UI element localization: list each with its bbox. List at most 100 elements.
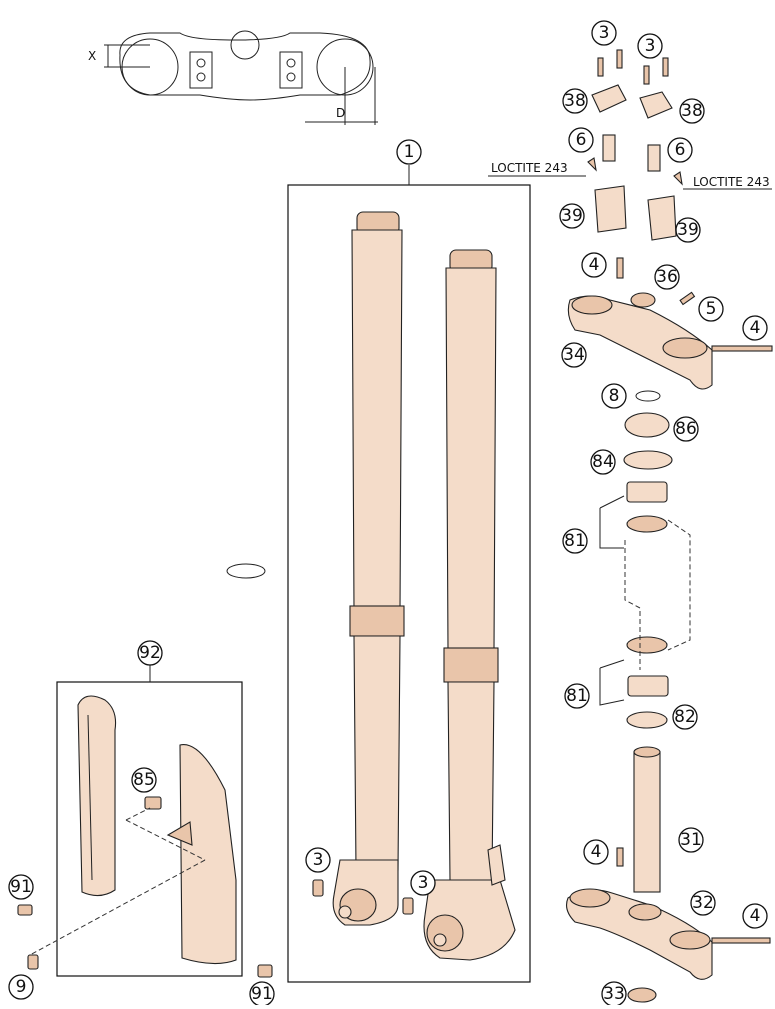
bearing-81b xyxy=(627,675,669,697)
callout-39: 39 xyxy=(559,203,585,229)
svg-text:3: 3 xyxy=(313,850,324,870)
fork-protector-right xyxy=(166,744,237,965)
dimension-x-label: X xyxy=(88,49,96,63)
svg-text:4: 4 xyxy=(750,906,761,926)
svg-text:85: 85 xyxy=(133,770,155,790)
svg-text:92: 92 xyxy=(139,643,161,663)
svg-text:4: 4 xyxy=(589,255,600,275)
svg-text:84: 84 xyxy=(592,452,614,472)
callout-38: 38 xyxy=(679,98,705,124)
svg-text:39: 39 xyxy=(561,206,583,226)
callout-85: 85 xyxy=(131,767,157,793)
callout-91: 91 xyxy=(8,874,34,900)
svg-text:4: 4 xyxy=(750,318,761,338)
screw-9 xyxy=(27,954,39,970)
callout-3: 3 xyxy=(305,847,331,873)
callout-81: 81 xyxy=(562,528,588,554)
ring-84 xyxy=(623,450,673,470)
left-fork-leg xyxy=(332,211,405,926)
loctite-drop-right xyxy=(673,171,683,186)
loctite-drop-left xyxy=(587,157,597,172)
callout-32: 32 xyxy=(690,890,716,916)
clamp-39a xyxy=(594,185,627,233)
race-81a xyxy=(626,515,668,533)
callout-3: 3 xyxy=(591,20,617,46)
svg-text:6: 6 xyxy=(675,140,686,160)
callout-39: 39 xyxy=(675,217,701,243)
svg-text:3: 3 xyxy=(645,36,656,56)
callout-1: 1 xyxy=(396,139,422,165)
bolt-3a xyxy=(312,879,324,897)
callout-31: 31 xyxy=(678,827,704,853)
clip-85 xyxy=(144,796,162,810)
bolt-91b xyxy=(257,964,273,978)
svg-text:1: 1 xyxy=(404,142,415,162)
loctite-label-left: LOCTITE 243 xyxy=(491,161,568,175)
svg-text:33: 33 xyxy=(603,984,625,1004)
svg-text:9: 9 xyxy=(16,977,27,997)
handlebar-clamp-screws xyxy=(597,49,669,85)
callout-9: 9 xyxy=(8,974,34,1000)
svg-text:3: 3 xyxy=(599,23,610,43)
callout-3: 3 xyxy=(410,870,436,896)
callout-6: 6 xyxy=(568,127,594,153)
callout-81: 81 xyxy=(564,683,590,709)
svg-text:91: 91 xyxy=(251,984,273,1004)
svg-text:81: 81 xyxy=(566,686,588,706)
callout-3: 3 xyxy=(637,33,663,59)
callout-36: 36 xyxy=(654,264,680,290)
bolt-3b xyxy=(402,897,414,915)
callout-4: 4 xyxy=(742,903,768,929)
svg-text:8: 8 xyxy=(609,386,620,406)
o-ring xyxy=(226,563,266,579)
callout-84: 84 xyxy=(590,449,616,475)
dimension-d-label: D xyxy=(336,106,345,120)
callout-8: 8 xyxy=(601,383,627,409)
bearing-81a xyxy=(626,481,668,503)
callout-5: 5 xyxy=(698,296,724,322)
bolt-6a xyxy=(602,134,616,162)
callout-91: 91 xyxy=(249,981,275,1007)
callout-4: 4 xyxy=(581,252,607,278)
seal-86 xyxy=(624,412,670,438)
callout-6: 6 xyxy=(667,137,693,163)
svg-text:31: 31 xyxy=(680,830,702,850)
upper-triple-clamp xyxy=(567,257,773,390)
svg-text:3: 3 xyxy=(418,873,429,893)
callout-82: 82 xyxy=(672,704,698,730)
nut-33 xyxy=(627,987,657,1003)
svg-text:4: 4 xyxy=(591,842,602,862)
svg-text:82: 82 xyxy=(674,707,696,727)
callout-86: 86 xyxy=(673,416,699,442)
o-ring-8 xyxy=(635,390,661,402)
callout-34: 34 xyxy=(561,342,587,368)
svg-text:91: 91 xyxy=(10,877,32,897)
bolt-6b xyxy=(647,144,661,172)
race-81b xyxy=(626,636,668,654)
svg-text:32: 32 xyxy=(692,893,714,913)
lower-triple-clamp xyxy=(566,847,771,980)
clamp-38b xyxy=(639,91,673,119)
callout-92: 92 xyxy=(137,640,163,666)
svg-text:38: 38 xyxy=(564,91,586,111)
callout-4: 4 xyxy=(583,839,609,865)
seal-82 xyxy=(626,711,668,729)
clamp-38a xyxy=(591,84,627,113)
right-fork-leg xyxy=(423,249,516,961)
svg-text:36: 36 xyxy=(656,267,678,287)
callout-33: 33 xyxy=(601,981,627,1007)
svg-text:39: 39 xyxy=(677,220,699,240)
svg-text:6: 6 xyxy=(576,130,587,150)
svg-text:86: 86 xyxy=(675,419,697,439)
bolt-91a xyxy=(17,904,33,916)
svg-text:81: 81 xyxy=(564,531,586,551)
triple-clamp-dimension-sketch: X D xyxy=(88,30,378,125)
steering-stem xyxy=(633,746,661,893)
callout-38: 38 xyxy=(562,88,588,114)
clamp-39b xyxy=(647,195,677,241)
loctite-label-right: LOCTITE 243 xyxy=(693,175,770,189)
fork-protector-left xyxy=(77,695,117,897)
svg-text:34: 34 xyxy=(563,345,585,365)
callout-4: 4 xyxy=(742,315,768,341)
